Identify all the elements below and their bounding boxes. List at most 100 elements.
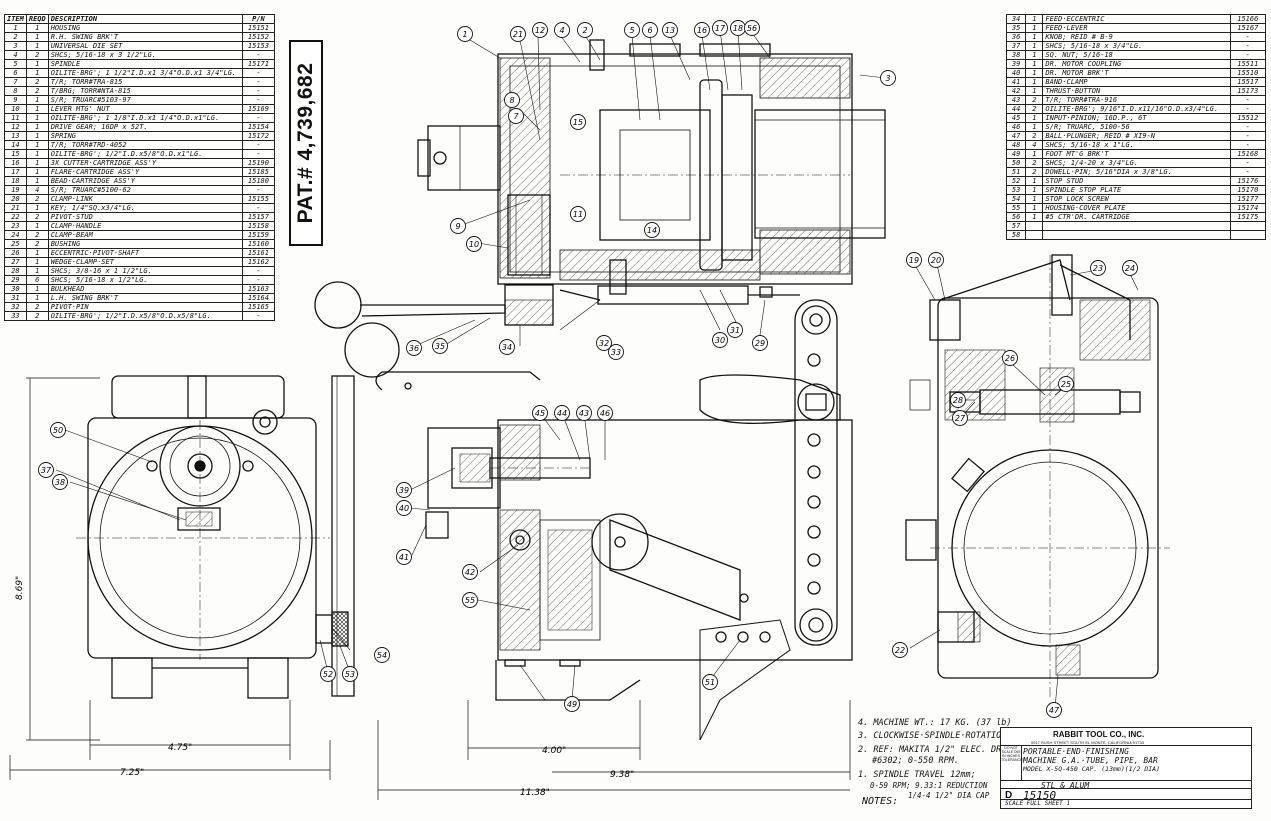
callout-number: 37	[41, 466, 52, 475]
dim-width-725: 7.25"	[120, 768, 144, 778]
tolerance-box: DO NOT SCALE DIM IN INCHES TOLERANCES	[1001, 746, 1025, 780]
callout-bubble: 49	[564, 696, 580, 712]
callout-bubble: 43	[576, 405, 592, 421]
callout-number: 46	[600, 409, 610, 418]
callout-circle	[462, 592, 478, 608]
callout-number: 3	[885, 74, 890, 83]
callout-bubble: 3	[880, 70, 896, 86]
callout-number: 20	[931, 256, 941, 265]
callout-circle	[1122, 260, 1138, 276]
callout-bubble: 17	[712, 20, 728, 36]
callout-bubble: 55	[462, 592, 478, 608]
callout-number: 43	[579, 409, 589, 418]
company-name: RABBIT TOOL CO., INC.	[1053, 730, 1145, 739]
callout-number: 9	[455, 222, 460, 231]
bom-item-number: 58	[1005, 230, 1027, 240]
callout-number: 16	[697, 26, 707, 35]
bom-part-number: -	[241, 311, 276, 321]
callout-bubble: 38	[52, 474, 68, 490]
callout-circle	[596, 335, 612, 351]
notes-label: NOTES:	[862, 796, 899, 807]
dim-width-1138: 11.38"	[520, 788, 550, 798]
callout-number: 54	[377, 651, 387, 660]
callout-circle	[554, 405, 570, 421]
callout-bubble: 54	[374, 647, 390, 663]
note-2a: 2. REF: MAKITA 1/2" ELEC. DR.	[858, 745, 1007, 755]
callout-number: 35	[435, 342, 445, 351]
callout-bubble: 56	[744, 20, 760, 36]
callout-bubble: 24	[1122, 260, 1138, 276]
top-section-view	[417, 39, 886, 326]
callout-number: 50	[53, 426, 63, 435]
callout-circle	[744, 20, 760, 36]
callout-number: 13	[665, 26, 675, 35]
callout-bubble: 1	[457, 26, 473, 42]
note-1b: 0-59 RPM; 9.33:1 REDUCTION	[870, 781, 988, 790]
callout-bubble: 42	[462, 564, 478, 580]
callout-bubble: 27	[952, 410, 968, 426]
callout-number: 28	[953, 396, 963, 405]
scale-sheet: SCALE FULL SHEET 1	[1005, 800, 1071, 807]
callout-circle	[532, 405, 548, 421]
callout-number: 22	[895, 646, 905, 655]
callout-bubble: 46	[597, 405, 613, 421]
dim-width-475: 4.75"	[168, 743, 192, 753]
callout-number: 12	[535, 26, 545, 35]
note-1a: 1. SPINDLE TRAVEL 12mm;	[858, 770, 976, 780]
callout-number: 33	[611, 348, 621, 357]
callout-circle	[554, 22, 570, 38]
callout-number: 24	[1125, 264, 1135, 273]
callout-bubble: 45	[532, 405, 548, 421]
callout-number: 25	[1061, 380, 1071, 389]
callout-bubble: 22	[892, 642, 908, 658]
callout-circle	[576, 405, 592, 421]
drawing-number: 15150	[1023, 789, 1057, 802]
callout-number: 4	[559, 26, 564, 35]
callout-bubble: 8	[504, 92, 520, 108]
callout-bubble: 26	[1002, 350, 1018, 366]
callout-number: 6	[647, 26, 652, 35]
callout-bubble: 51	[702, 674, 718, 690]
callout-bubble: 34	[499, 339, 515, 355]
callout-bubble: 19	[906, 252, 922, 268]
callout-number: 31	[730, 326, 740, 335]
bom-part-number	[1229, 230, 1267, 240]
callout-bubble: 21	[510, 26, 526, 42]
callout-number: 51	[705, 678, 715, 687]
callout-circle	[50, 422, 66, 438]
callout-circle	[906, 252, 922, 268]
callout-circle	[662, 22, 678, 38]
callout-bubble: 15	[570, 114, 586, 130]
callout-circle	[499, 339, 515, 355]
callout-number: 17	[715, 24, 726, 33]
patent-box: PAT.# 4,739,682	[289, 40, 323, 246]
callout-bubble: 9	[450, 218, 466, 234]
callout-number: 41	[399, 553, 409, 562]
callout-bubble: 10	[466, 236, 482, 252]
callout-bubble: 50	[50, 422, 66, 438]
callout-circle	[52, 474, 68, 490]
title-model: MODEL X-5Q-450 CAP. (13mm)(1/2 DIA)	[1023, 765, 1160, 773]
callout-circle	[952, 410, 968, 426]
company-address: 9917 RUSH STREET SOUTH EL MONTE, CALIFOR…	[1031, 740, 1144, 745]
callout-circle	[702, 674, 718, 690]
callout-circle	[1002, 350, 1018, 366]
callout-bubble: 2	[577, 22, 593, 38]
note-2b: #6302; 0-550 RPM.	[872, 756, 959, 766]
callout-number: 40	[399, 504, 409, 513]
callout-number: 27	[955, 414, 966, 423]
callout-number: 47	[1049, 706, 1060, 715]
callout-bubble: 53	[342, 666, 358, 682]
callout-circle	[1058, 376, 1074, 392]
callout-bubble: 11	[570, 206, 586, 222]
callout-circle	[950, 392, 966, 408]
dim-width-938: 9.38"	[610, 770, 634, 780]
callout-number: 2	[582, 26, 587, 35]
callout-number: 30	[715, 336, 725, 345]
